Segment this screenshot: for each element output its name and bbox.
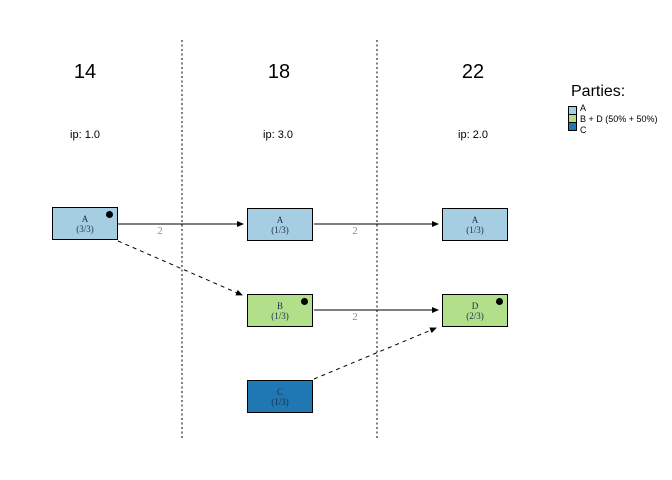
node-share: (1/3) [271,396,289,407]
column-ip-22: ip: 2.0 [458,129,488,141]
node-label: A [276,214,284,225]
edge-a14-b18-dashed [117,240,243,296]
status-dot-icon [301,298,308,305]
node-share: (2/3) [466,310,484,321]
node-share: (3/3) [76,223,94,234]
legend-label-c: C [580,125,587,135]
node-d-22: D (2/3) [442,294,508,327]
edge-weight-label: 2 [352,311,358,323]
column-year-14: 14 [73,61,97,83]
node-label: D [471,300,479,311]
edge-weight-label: 2 [157,225,163,237]
node-label: A [81,213,89,224]
legend-title: Parties: [571,83,626,100]
node-a-22: A (1/3) [442,208,508,241]
node-a-14: A (3/3) [52,207,118,240]
status-dot-icon [106,211,113,218]
node-share: (1/3) [466,224,484,235]
node-label: C [276,386,283,397]
edge-c18-d22-dashed [313,327,437,380]
column-ip-14: ip: 1.0 [70,129,100,141]
column-year-18: 18 [267,61,291,83]
legend-label-a: A [580,103,587,113]
node-share: (1/3) [271,310,289,321]
column-year-22: 22 [461,61,485,83]
edge-weight-label: 2 [352,225,358,237]
legend-label-bd: B + D (50% + 50%) [580,114,658,124]
node-a-18: A (1/3) [247,208,313,241]
column-ip-18: ip: 3.0 [263,129,293,141]
node-share: (1/3) [271,224,289,235]
node-label: A [471,214,479,225]
node-c-18: C (1/3) [247,380,313,413]
node-label: B [276,300,283,311]
node-b-18: B (1/3) [247,294,313,327]
legend-swatch-c [568,122,577,131]
status-dot-icon [496,298,503,305]
